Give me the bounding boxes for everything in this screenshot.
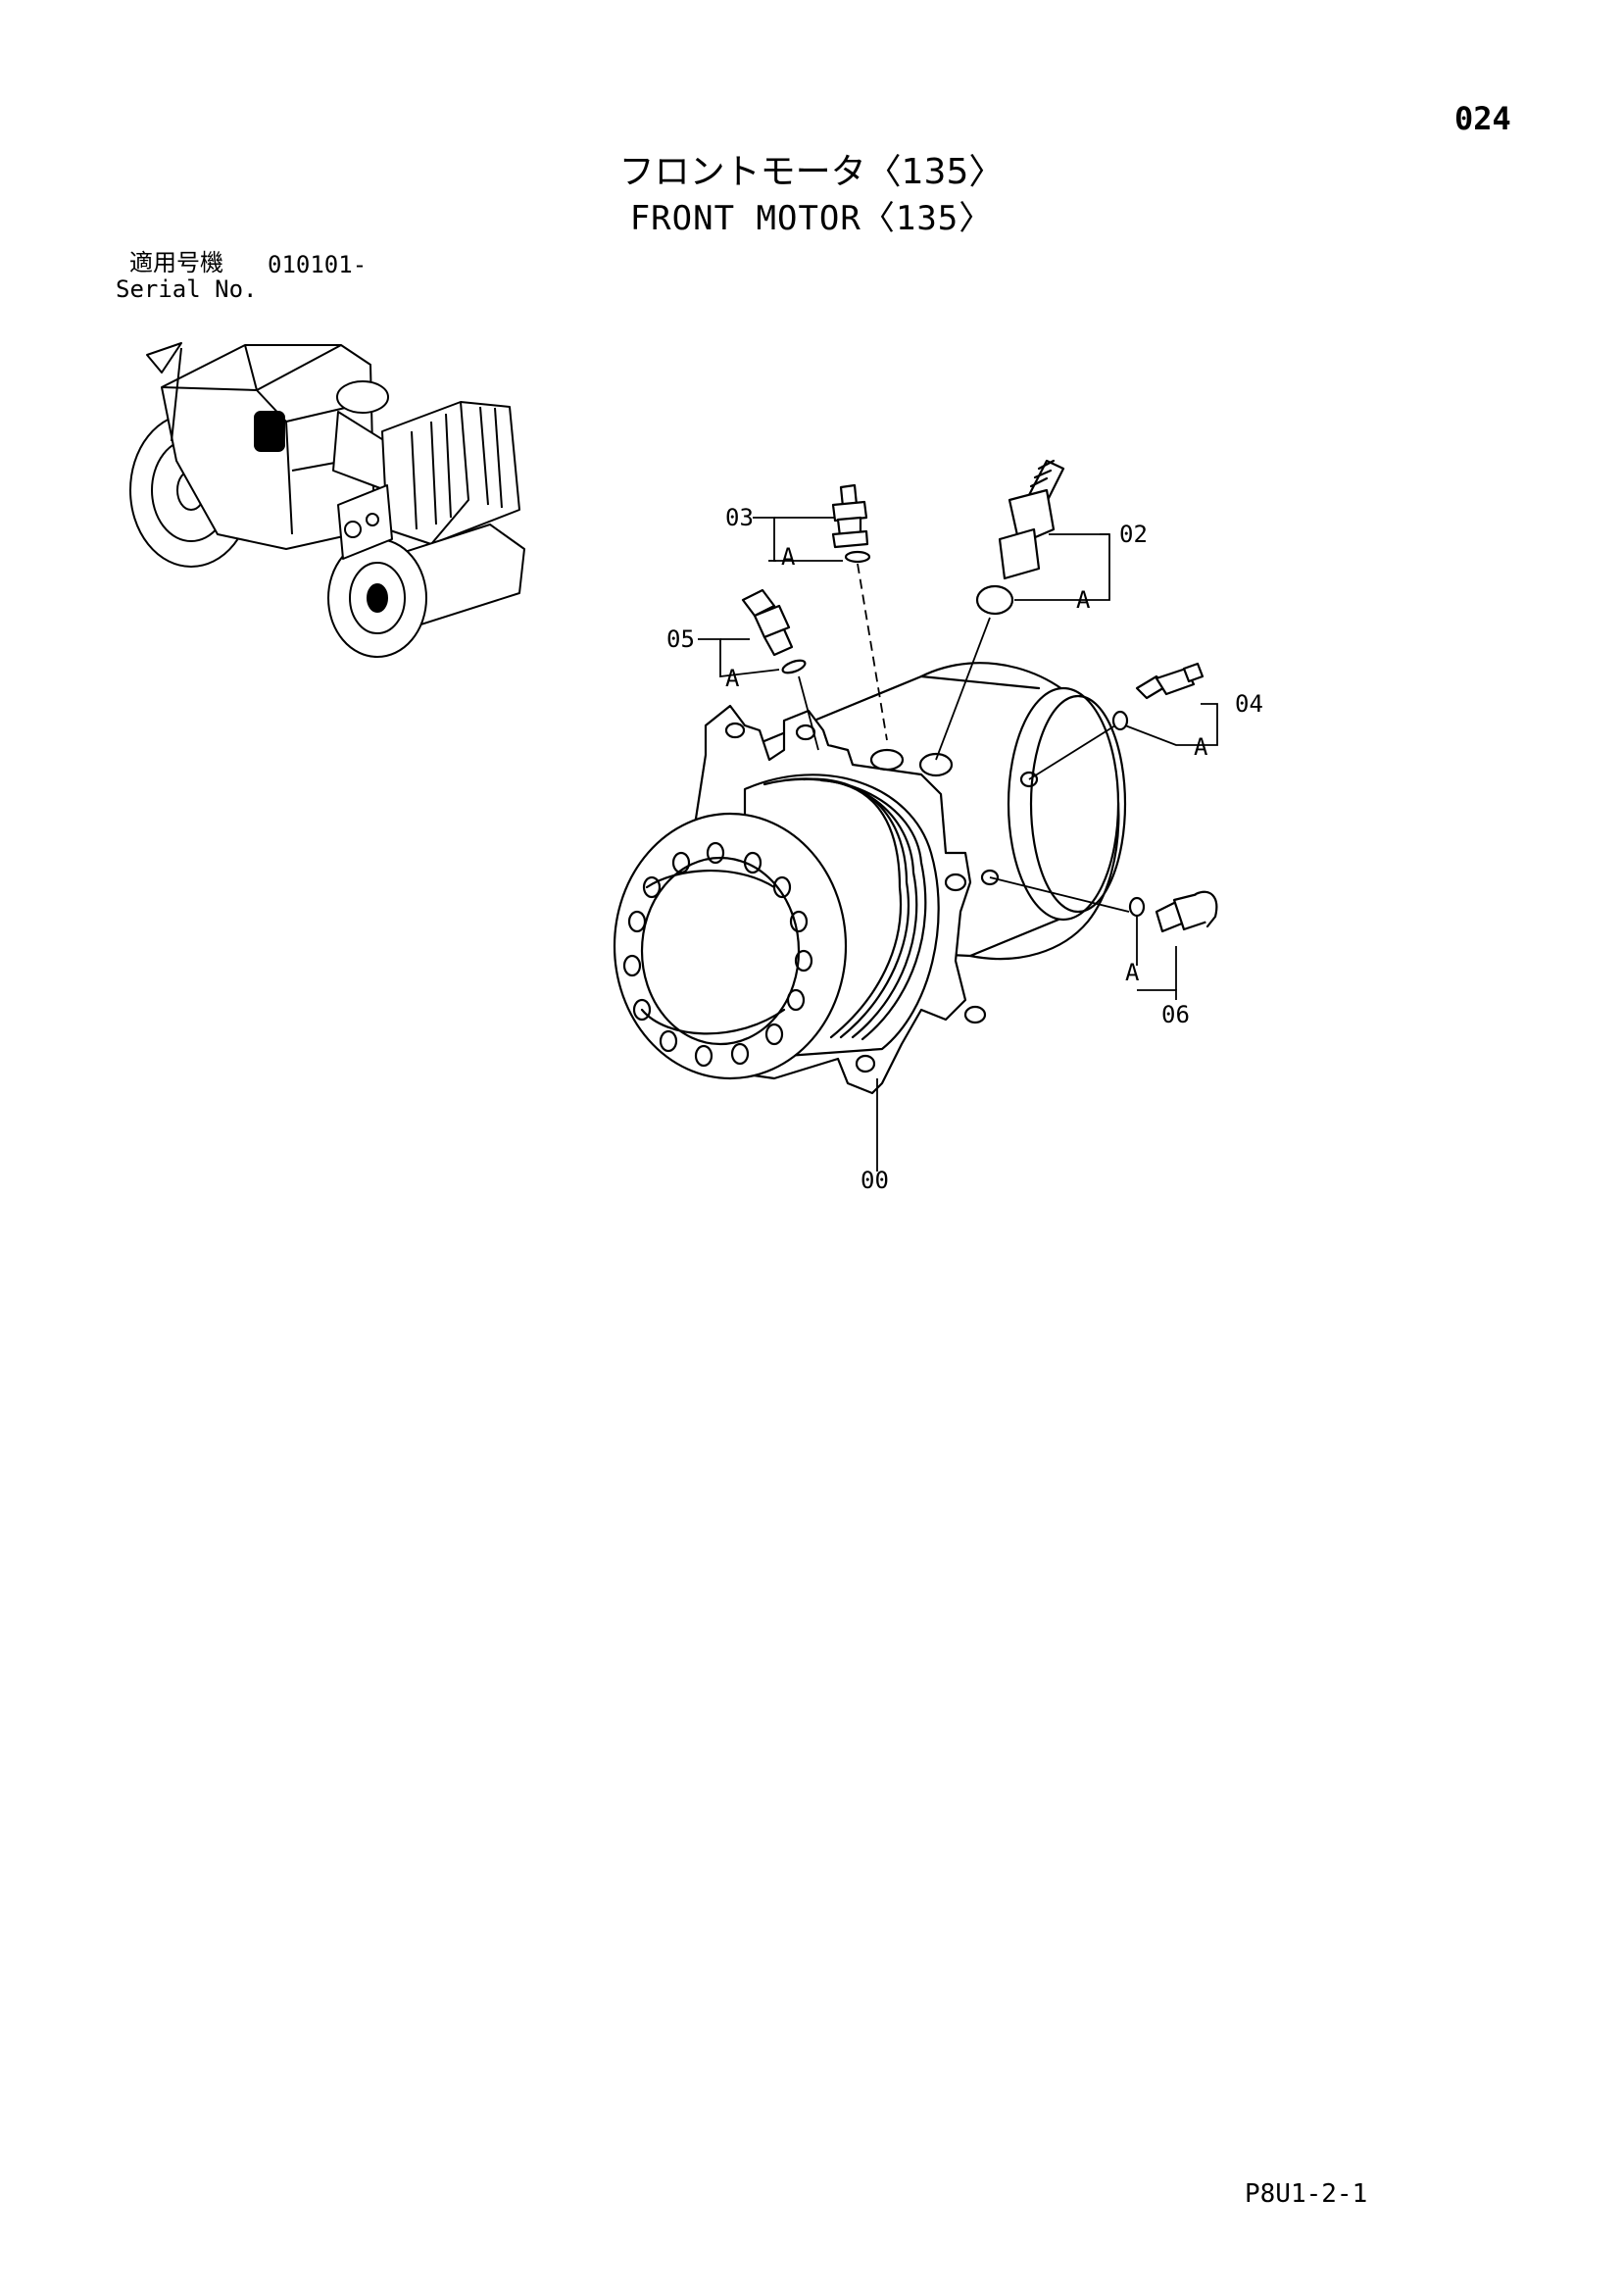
o-ring-06 [1128,896,1146,918]
o-ring-05 [781,659,807,674]
serial-label-english: Serial No. [116,275,258,303]
callout-a-06: A [1125,959,1140,986]
output-hub [613,812,848,1080]
callout-a-04: A [1194,733,1208,761]
callout-04: 04 [1235,690,1263,718]
page-footer-code: P8U1-2-1 [1245,2179,1368,2209]
callout-00: 00 [861,1167,889,1194]
callout-05: 05 [666,625,695,653]
callout-a-02: A [1076,586,1091,614]
callout-a-03: A [781,543,796,571]
o-ring-04 [1111,710,1129,731]
steering-wheel [336,380,389,414]
fitting-05 [741,588,807,674]
page-title-japanese: フロントモータ〈135〉 [618,152,1005,192]
fitting-04 [1111,662,1205,731]
o-ring-03 [844,550,871,564]
fitting-03 [831,483,871,564]
steering-handle [146,342,182,374]
o-ring-02 [975,584,1014,616]
callout-06: 06 [1161,1001,1190,1028]
callout-02: 02 [1119,521,1148,548]
serial-label-japanese: 適用号機 [129,249,223,276]
elbow-fitting-06 [1128,890,1218,933]
page-title-english: FRONT MOTOR〈135〉 [629,199,994,238]
callout-a-05: A [725,665,740,692]
page-number: 024 [1454,100,1511,137]
callout-03: 03 [725,504,754,531]
serial-number: 010101- [268,251,368,278]
elbow-fitting-02 [975,459,1065,616]
